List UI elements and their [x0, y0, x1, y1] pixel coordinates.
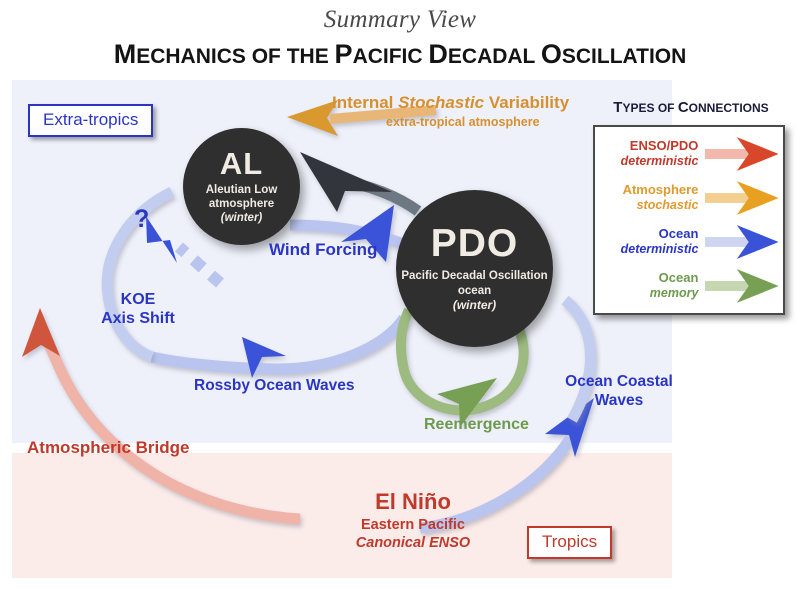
arc-coastal-upper [561, 295, 596, 423]
legend-title-seg-2: C [677, 99, 689, 116]
node-pdo[interactable]: PDO Pacific Decadal Oscillation ocean (w… [396, 190, 553, 347]
label-extra-tropical-atmosphere: extra-tropical atmosphere [386, 115, 540, 129]
badge-tropics[interactable]: Tropics [527, 526, 613, 559]
legend-arrow-enso-icon [705, 137, 780, 171]
legend-arrow-ocean-memory-icon [705, 269, 780, 303]
legend-title-seg-1: YPES OF [622, 101, 678, 115]
title-seg-0: M [113, 38, 137, 69]
legend-enso-line1: ENSO/PDO [629, 138, 699, 154]
legend-item-ocean-deterministic[interactable]: Ocean deterministic [595, 221, 783, 263]
label-koe-question-mark: ? [134, 205, 150, 233]
legend-title-seg-3: ONNECTIONS [688, 101, 769, 115]
internal-var-part1: Internal [332, 93, 399, 112]
title-seg-1: ECHANICS OF THE [136, 44, 335, 68]
legend-atmos-line2: stochastic [636, 198, 699, 213]
arrow-wind-forcing [289, 205, 408, 262]
internal-var-part2: Variability [484, 93, 570, 112]
legend-enso-line2: deterministic [620, 154, 699, 169]
legend-box: ENSO/PDO deterministic Atmosphere stocha… [593, 125, 785, 315]
legend-ocean-det-line2: deterministic [620, 242, 699, 257]
node-al-abbr: AL [219, 145, 264, 181]
label-wind-forcing: Wind Forcing [269, 240, 378, 259]
arrow-internal-stochastic [287, 100, 437, 136]
arrow-atmospheric-bridge [22, 308, 301, 525]
title-block: Summary View MECHANICS OF THE PACIFIC DE… [0, 0, 800, 68]
title-seg-6: O [540, 38, 562, 69]
internal-var-italic: Stochastic [398, 93, 485, 112]
node-al-line1: Aleutian Low [205, 183, 278, 196]
ocean-coastal-line1: Ocean Coastal [565, 373, 673, 390]
legend-ocean-mem-line2: memory [649, 286, 699, 301]
legend-item-atmosphere[interactable]: Atmosphere stochastic [595, 177, 783, 219]
label-internal-stochastic-variability: Internal Stochastic Variability [332, 93, 569, 113]
legend-enso-text: ENSO/PDO deterministic [595, 138, 705, 169]
arc-koe-to-al [101, 187, 175, 363]
koe-line2: Axis Shift [101, 310, 175, 328]
legend-title-seg-0: T [613, 99, 623, 116]
legend-ocean-mem-line1: Ocean [658, 270, 699, 286]
label-ocean-coastal-waves: Ocean Coastal Waves [560, 373, 678, 410]
ocean-coastal-line2: Waves [594, 391, 644, 409]
node-pdo-line1: Pacific Decadal Oscillation [401, 270, 548, 283]
label-el-nino-eastern-pacific: Eastern Pacific [361, 517, 465, 533]
extratropics-panel [12, 80, 672, 443]
legend-item-ocean-memory[interactable]: Ocean memory [595, 265, 783, 307]
arrow-koe-axis-shift [146, 216, 224, 288]
label-rossby-ocean-waves: Rossby Ocean Waves [194, 377, 355, 394]
node-al-line3: (winter) [220, 212, 263, 224]
title-seg-5: ECADAL [447, 44, 541, 68]
arrow-rossby-ocean-waves [150, 314, 409, 378]
page-title: MECHANICS OF THE PACIFIC DECADAL OSCILLA… [0, 38, 800, 69]
node-al-line2: atmosphere [208, 197, 275, 210]
title-seg-2: P [334, 38, 353, 69]
node-aleutian-low[interactable]: AL Aleutian Low atmosphere (winter) [183, 128, 300, 245]
label-el-nino: El Niño [375, 489, 451, 514]
legend-ocean-mem-text: Ocean memory [595, 270, 705, 301]
legend-atmos-text: Atmosphere stochastic [595, 182, 705, 213]
title-seg-4: D [428, 38, 448, 69]
label-atmospheric-bridge: Atmospheric Bridge [27, 438, 190, 457]
node-pdo-line2: ocean [457, 284, 492, 297]
node-pdo-abbr: PDO [430, 222, 519, 266]
legend-title: TYPES OF CONNECTIONS [593, 99, 789, 116]
overline-title: Summary View [323, 6, 477, 33]
legend-item-enso-pdo[interactable]: ENSO/PDO deterministic [595, 133, 783, 175]
legend-atmos-line1: Atmosphere [622, 182, 699, 198]
label-reemergence: Reemergence [424, 416, 529, 433]
legend-ocean-det-line1: Ocean [658, 226, 699, 242]
badge-extratropics[interactable]: Extra-tropics [28, 104, 154, 137]
legend-ocean-det-text: Ocean deterministic [595, 226, 705, 257]
label-el-nino-canonical-enso: Canonical ENSO [355, 535, 471, 551]
label-koe-axis-shift: KOE Axis Shift [88, 290, 188, 328]
title-seg-7: SCILLATION [561, 44, 687, 68]
arrow-pdo-to-al [300, 152, 422, 216]
node-pdo-line3: (winter) [452, 297, 497, 312]
legend-arrow-ocean-deterministic-icon [705, 225, 780, 259]
arrow-reemergence [396, 295, 529, 427]
legend-arrow-atmosphere-icon [705, 181, 780, 215]
koe-line1: KOE [120, 291, 156, 308]
title-seg-3: ACIFIC [352, 44, 429, 68]
